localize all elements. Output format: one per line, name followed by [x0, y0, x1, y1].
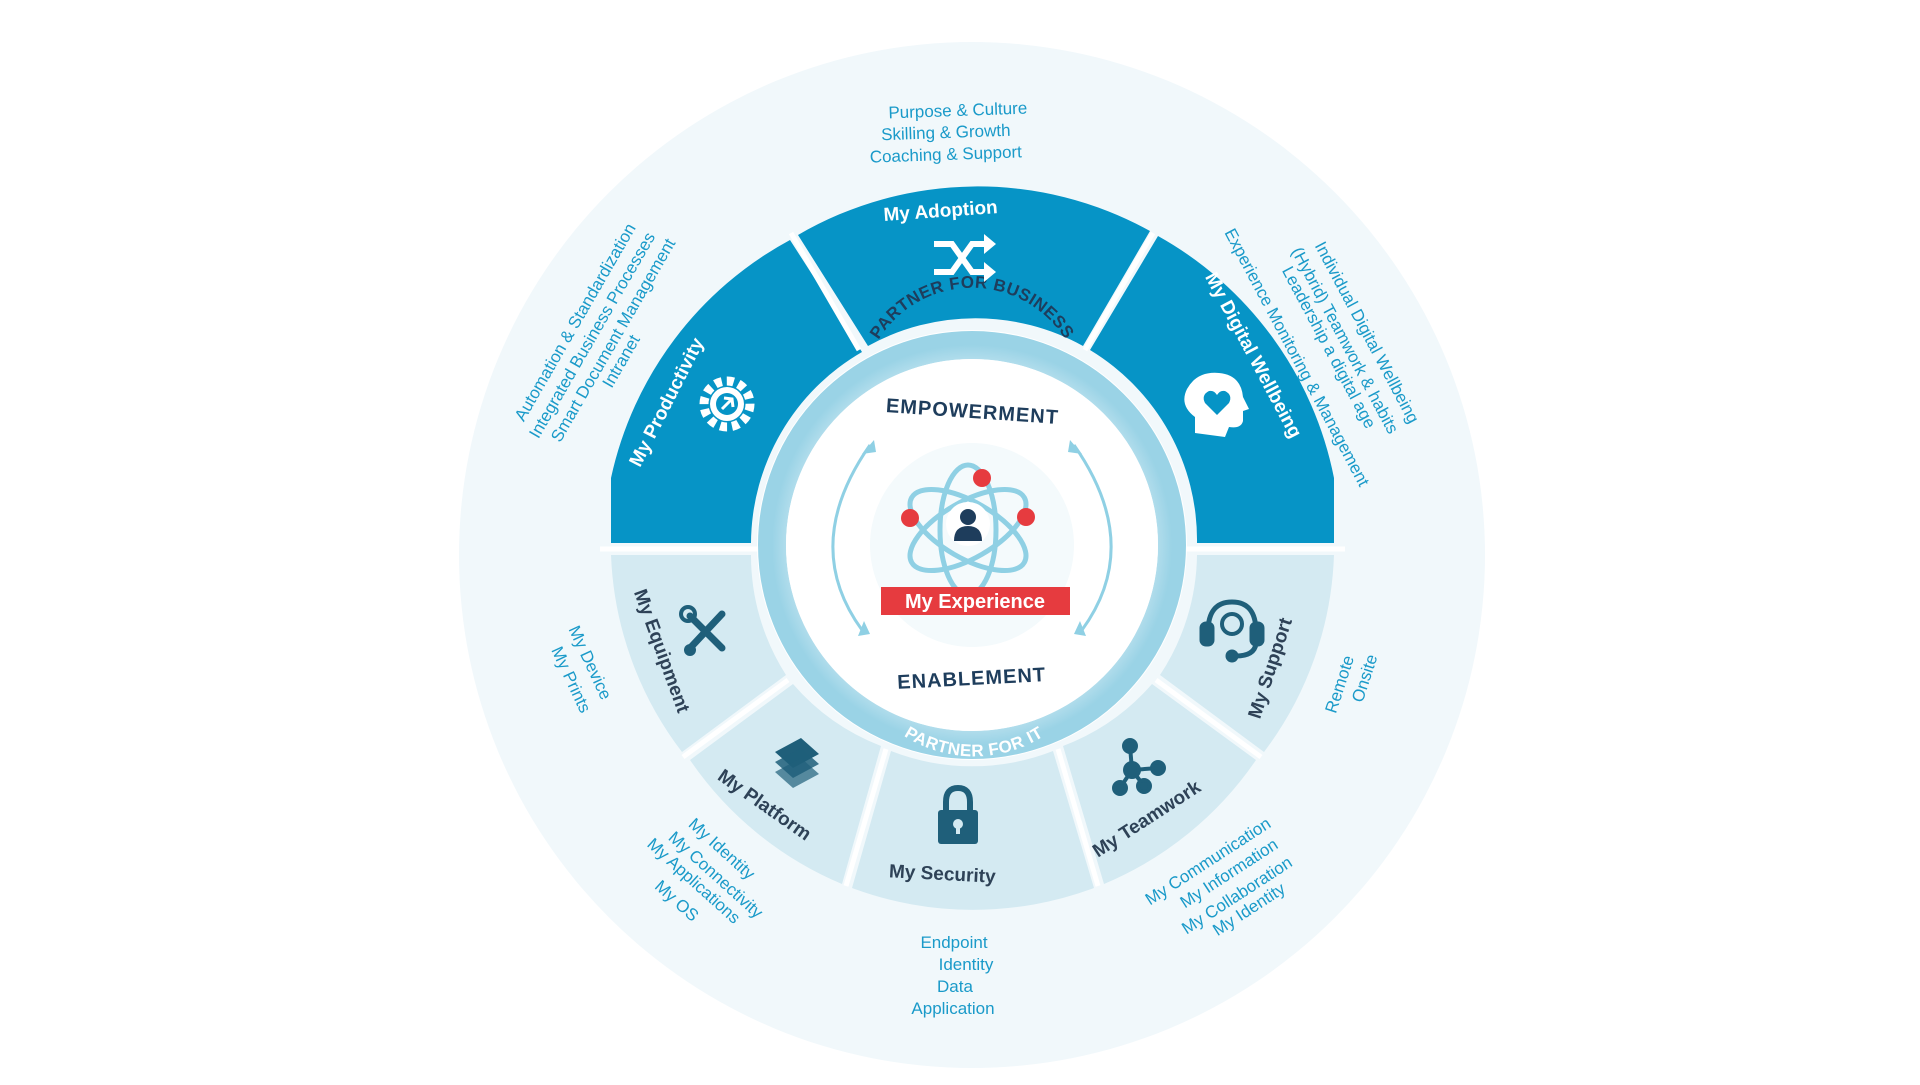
inner-ring-band: [758, 331, 1186, 759]
gear-icon: [699, 376, 755, 432]
atom-person-icon: [901, 462, 1035, 598]
svg-text:Identity: Identity: [939, 955, 994, 974]
arrow-head: [858, 621, 870, 636]
segment-adoption[interactable]: [798, 186, 1150, 346]
arrow-head: [1074, 621, 1086, 636]
tools-icon: [679, 605, 726, 656]
svg-text:Purpose & Culture: Purpose & Culture: [888, 99, 1027, 123]
cycle-arrows: [831, 444, 1113, 631]
network-icon: [1112, 738, 1166, 796]
segment-teamwork[interactable]: [1063, 684, 1256, 884]
headset-icon: [1199, 599, 1265, 663]
my-experience-badge: [881, 587, 1070, 615]
arrow-head: [1068, 440, 1082, 454]
segment-platform[interactable]: [690, 684, 881, 884]
segment-equipment[interactable]: [611, 555, 786, 752]
adoption-items: Purpose & Culture Skilling & Growth Coac…: [869, 99, 1027, 167]
head-heart-icon: [1184, 372, 1249, 437]
svg-text:Endpoint: Endpoint: [920, 933, 987, 952]
svg-text:Skilling & Growth: Skilling & Growth: [881, 121, 1011, 145]
my-experience-title: My Experience: [905, 591, 1045, 613]
arrow-head: [862, 440, 876, 454]
svg-text:Data: Data: [937, 977, 973, 996]
layers-icon: [775, 738, 819, 788]
security-items: Endpoint Identity Data Application: [911, 933, 994, 1018]
shuffle-icon: [934, 234, 996, 282]
lock-icon: [938, 784, 978, 844]
svg-text:Application: Application: [911, 999, 994, 1018]
